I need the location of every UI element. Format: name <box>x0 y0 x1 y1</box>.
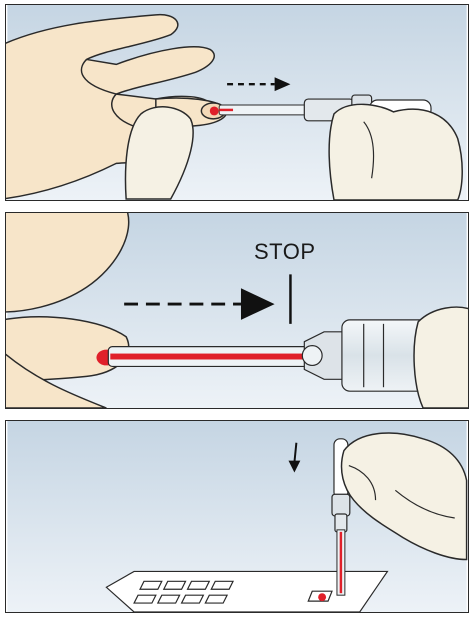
step-2-illustration <box>6 213 468 408</box>
operator-glove <box>414 307 468 408</box>
capillary-tube <box>108 347 316 367</box>
blood-drop <box>210 106 219 115</box>
capillary-tube <box>337 530 345 595</box>
step-2-panel: STOP <box>5 212 469 409</box>
operator-glove <box>329 104 462 200</box>
step-3-panel <box>5 420 469 613</box>
step-1-illustration <box>6 5 468 200</box>
capillary-tube <box>219 105 308 115</box>
blood-drop <box>318 593 326 601</box>
step-3-illustration <box>6 421 468 612</box>
step-1-panel <box>5 4 469 201</box>
stop-label: STOP <box>254 239 316 265</box>
